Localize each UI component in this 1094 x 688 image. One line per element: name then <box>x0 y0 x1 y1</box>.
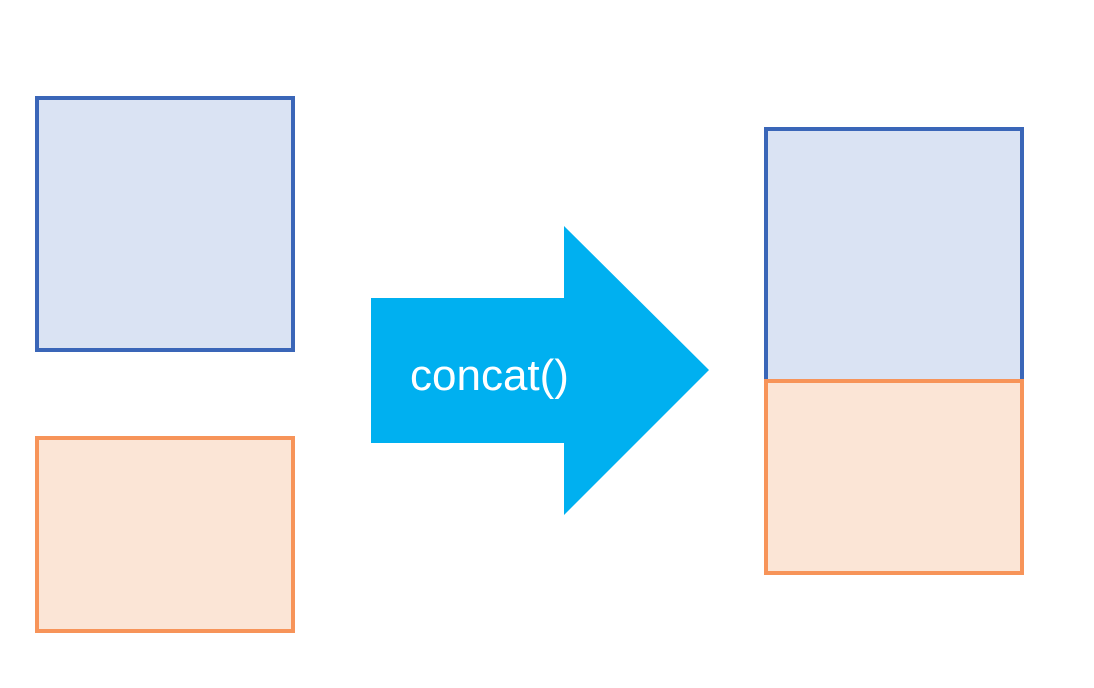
concat-label: concat() <box>410 351 569 400</box>
input-bottom-block <box>35 436 295 633</box>
output-stack <box>764 127 1024 575</box>
input-top-block <box>35 96 295 352</box>
output-bottom-part <box>764 379 1024 575</box>
output-top-part <box>764 127 1024 383</box>
concat-arrow-icon <box>371 226 709 515</box>
